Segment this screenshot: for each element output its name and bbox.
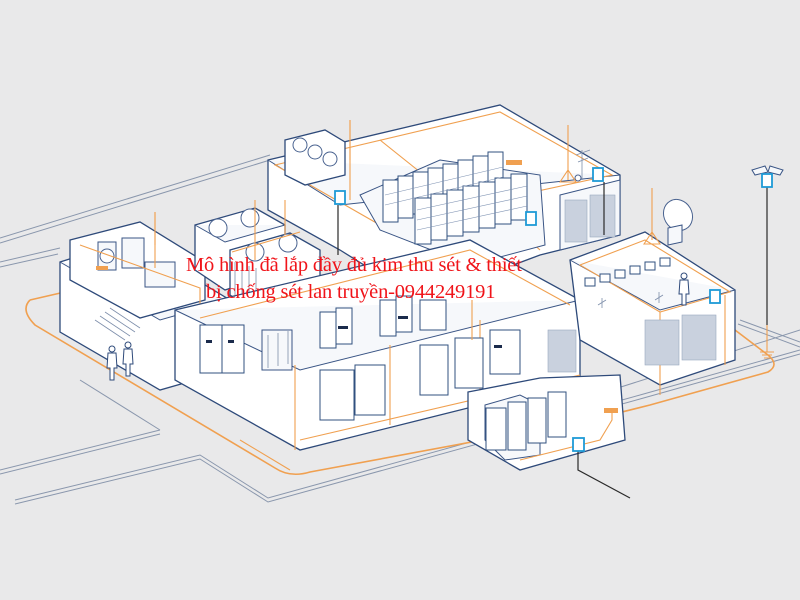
ground-bar xyxy=(506,160,522,165)
person-icon xyxy=(106,345,118,381)
lighting-pole xyxy=(751,165,784,359)
weather-station xyxy=(574,149,591,182)
main-rooftop-fans xyxy=(284,129,346,186)
spd-box-icon xyxy=(592,167,604,182)
ups-battery-room xyxy=(467,374,626,471)
server-rack-row-front xyxy=(414,173,528,245)
ground-symbol-icon xyxy=(760,351,774,359)
spd-box-icon xyxy=(761,173,773,188)
person-icon xyxy=(122,341,134,377)
server-racks xyxy=(382,151,528,245)
spd-box-icon xyxy=(572,437,585,452)
lightning-rods xyxy=(154,120,662,340)
downconductor-cable xyxy=(337,182,605,255)
person-icon xyxy=(678,272,690,306)
transformers xyxy=(261,329,293,371)
lightning-rod-icon xyxy=(642,188,662,245)
people-figures xyxy=(106,341,134,381)
satellite-dish xyxy=(662,198,694,246)
spd-box-icon xyxy=(334,190,346,205)
control-room-building xyxy=(569,231,736,395)
ground-bar xyxy=(604,408,618,413)
switchgear-cabinets xyxy=(199,295,521,421)
lightning-rod-icon xyxy=(558,125,578,183)
spd-box-icon xyxy=(525,211,537,226)
spd-box-icon xyxy=(709,289,721,304)
workstations xyxy=(584,257,671,287)
left-annex-building xyxy=(59,212,231,391)
surge-protection-devices xyxy=(334,167,773,452)
external-cable xyxy=(577,450,631,499)
